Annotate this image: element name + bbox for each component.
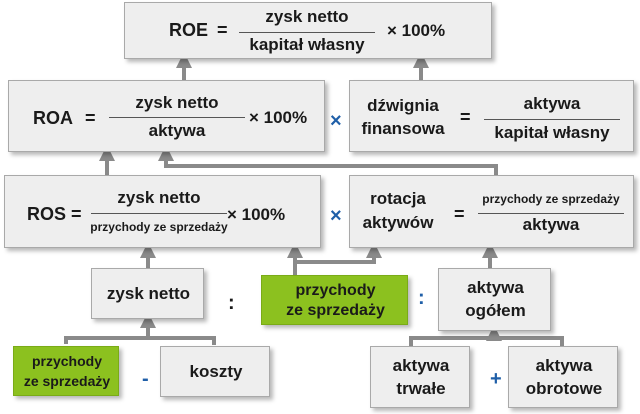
roe-label: ROE	[169, 20, 209, 40]
roe-denominator: kapitał własny	[249, 35, 365, 54]
net-profit-box: zysk netto	[91, 268, 204, 319]
rotation-equals: =	[454, 204, 465, 224]
fixed-assets-line2: trwałe	[396, 379, 446, 398]
multiply-operator-top: ×	[330, 110, 342, 132]
revenue-bottom-line2: ze sprzedaży	[23, 373, 111, 389]
leverage-label-line1: dźwignia	[367, 96, 439, 115]
roe-multiplier: × 100%	[387, 21, 446, 40]
ros-label: ROS	[27, 204, 67, 224]
rotation-label-line1: rotacja	[370, 189, 426, 208]
roa-numerator: zysk netto	[135, 93, 219, 112]
fixed-assets-box: aktywa trwałe	[370, 346, 470, 408]
revenue-middle-line1: przychody	[295, 282, 376, 299]
leverage-box: dźwignia finansowa = aktywa kapitał włas…	[349, 80, 634, 152]
roe-fraction-bar	[239, 32, 375, 33]
divide-operator-left: :	[228, 292, 235, 314]
current-assets-line2: obrotowe	[525, 379, 603, 398]
divide-operator-right: :	[418, 287, 425, 309]
rotation-numerator: przychody ze sprzedaży	[482, 192, 620, 206]
current-assets-line1: aktywa	[535, 356, 593, 375]
roe-equals: =	[217, 20, 228, 40]
leverage-equals: =	[460, 107, 471, 127]
revenue-box-middle: przychody ze sprzedaży	[261, 275, 408, 325]
net-profit-label: zysk netto	[106, 284, 191, 303]
total-assets-box: aktywa ogółem	[438, 268, 551, 331]
roa-label: ROA	[33, 108, 73, 128]
leverage-denominator: kapitał własny	[494, 123, 610, 142]
asset-rotation-box: rotacja aktywów = przychody ze sprzedaży…	[349, 175, 634, 248]
rotation-denominator: aktywa	[522, 215, 580, 234]
roa-box: ROA = zysk netto aktywa × 100%	[8, 80, 325, 152]
multiply-operator-middle: ×	[330, 205, 342, 227]
roa-denominator: aktywa	[148, 121, 206, 140]
roa-fraction-bar	[109, 117, 245, 118]
costs-box: koszty	[160, 346, 270, 397]
roa-equals: =	[85, 108, 96, 128]
revenue-bottom-line1: przychody	[31, 353, 102, 369]
roe-box: ROE = zysk netto kapitał własny × 100%	[124, 2, 492, 59]
leverage-numerator: aktywa	[523, 94, 581, 113]
minus-operator: -	[142, 368, 149, 390]
total-assets-line2: ogółem	[465, 301, 526, 320]
ros-box: ROS = zysk netto przychody ze sprzedaży …	[4, 175, 321, 248]
rotation-fraction-bar	[478, 213, 624, 214]
rotation-label-line2: aktywów	[362, 213, 434, 232]
total-assets-line1: aktywa	[467, 278, 524, 297]
plus-operator: +	[490, 368, 502, 390]
ros-multiplier: × 100%	[227, 205, 286, 224]
current-assets-box: aktywa obrotowe	[508, 346, 618, 408]
ros-fraction-bar	[91, 213, 227, 214]
roe-numerator: zysk netto	[265, 7, 349, 26]
ros-equals: =	[71, 204, 82, 224]
costs-label: koszty	[189, 362, 243, 381]
revenue-middle-line2: ze sprzedaży	[286, 302, 385, 319]
roa-multiplier: × 100%	[249, 108, 308, 127]
ros-numerator: zysk netto	[117, 188, 201, 207]
leverage-label-line2: finansowa	[361, 119, 445, 138]
revenue-box-bottom: przychody ze sprzedaży	[13, 346, 119, 396]
fixed-assets-line1: aktywa	[392, 356, 450, 375]
leverage-fraction-bar	[484, 119, 620, 120]
ros-denominator: przychody ze sprzedaży	[90, 220, 228, 234]
